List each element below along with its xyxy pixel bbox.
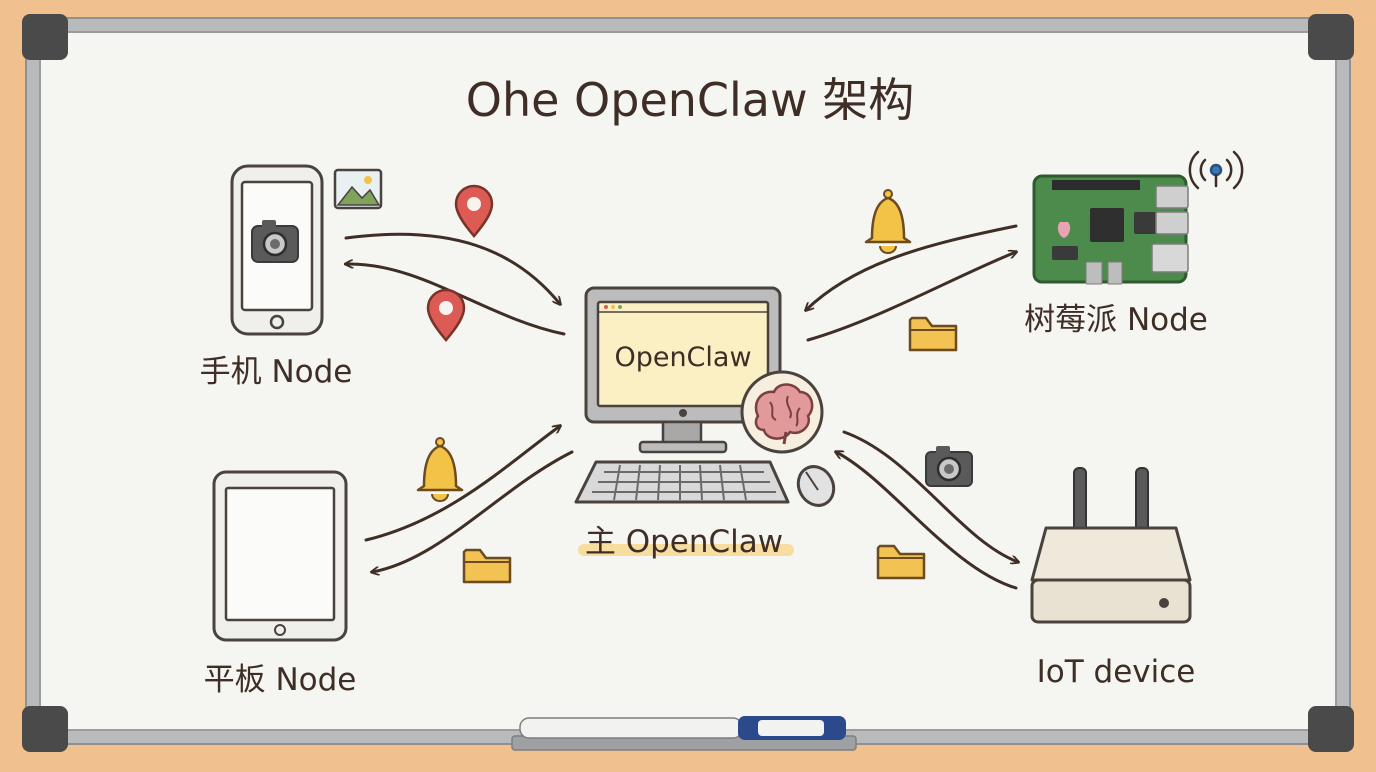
marker-pen: [519, 716, 846, 740]
tablet-node-label: 平板 Node: [204, 662, 357, 698]
raspberry-pi-node: [1032, 174, 1189, 285]
arrow-raspberry-to-center: [806, 224, 1018, 310]
keyboard: [574, 460, 790, 504]
camera-icon: [251, 220, 299, 263]
raspberry-pi-node-label: 树莓派 Node: [1024, 302, 1208, 338]
center-screen-text: OpenClaw: [614, 342, 751, 373]
iot-device-node: [1030, 467, 1192, 624]
connection-arrows: [344, 224, 1018, 590]
brain-icon: [740, 370, 824, 454]
wireless-signal-icon: [1188, 150, 1244, 190]
folder-icon: [876, 544, 926, 580]
camera-icon: [925, 446, 973, 487]
main-openclaw-label: 主 OpenClaw: [585, 524, 783, 560]
arrow-tablet-to-center: [364, 426, 560, 542]
folder-icon: [462, 548, 512, 584]
location-pin-icon: [454, 184, 494, 238]
bell-icon: [416, 437, 464, 502]
arrow-center-to-iot: [842, 430, 1018, 562]
phone-node: [230, 164, 324, 336]
iot-device-label: IoT device: [1037, 654, 1196, 690]
frame-corner: [1308, 14, 1354, 60]
bell-icon: [864, 189, 912, 254]
image-icon: [333, 168, 383, 210]
arrow-iot-to-center: [836, 452, 1018, 590]
caption-highlight: [578, 544, 794, 556]
frame-corner: [22, 14, 68, 60]
frame-corner: [22, 706, 68, 752]
phone-node-label: 手机 Node: [200, 354, 353, 390]
location-pin-icon: [426, 288, 466, 342]
arrow-center-to-raspberry: [806, 252, 1016, 342]
diagram-title: Ohe OpenClaw 架构: [466, 73, 914, 127]
arrow-center-to-tablet: [372, 450, 574, 572]
mouse: [796, 465, 836, 507]
main-computer: [584, 286, 782, 454]
folder-icon: [908, 316, 958, 352]
tablet-node: [212, 470, 348, 642]
frame-corner: [1308, 706, 1354, 752]
arrow-phone-to-center: [344, 232, 560, 304]
